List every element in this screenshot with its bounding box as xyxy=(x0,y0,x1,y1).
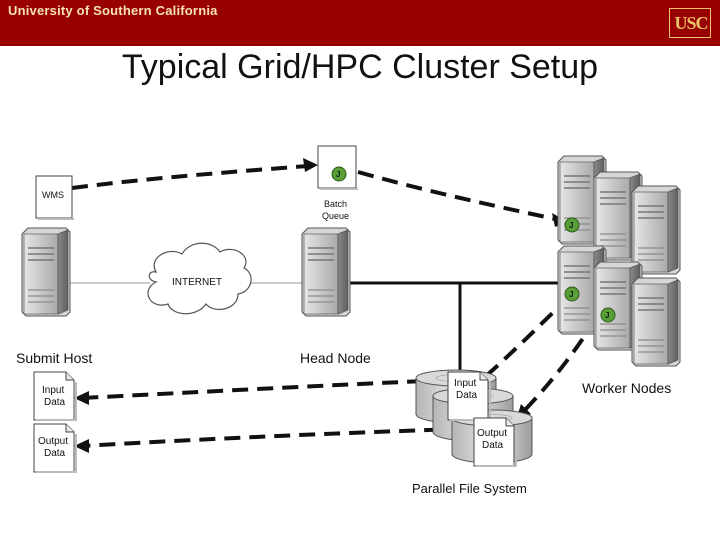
university-name: University of Southern California xyxy=(8,3,218,18)
batch-queue-box: J Batch Queue xyxy=(317,145,358,221)
storage-input-doc: Input Data xyxy=(447,371,491,421)
internet-label: INTERNET xyxy=(172,277,222,288)
job-badge-queue xyxy=(331,166,347,182)
arrow-input-to-submit xyxy=(81,378,449,400)
internet-cloud: INTERNET xyxy=(147,242,252,315)
worker-nodes-label: Worker Nodes xyxy=(582,380,671,396)
network-links xyxy=(68,281,562,372)
wms-label: WMS xyxy=(42,190,64,200)
arrowhead-input-submit xyxy=(74,391,89,405)
storage-input-line2: Data xyxy=(456,390,478,401)
slide-title: Typical Grid/HPC Cluster Setup xyxy=(121,48,599,86)
job-badge-worker-3 xyxy=(600,307,616,323)
storage-output-doc: Output Data xyxy=(473,417,517,467)
submit-input-line1: Input xyxy=(42,385,64,396)
parallel-fs-label: Parallel File System xyxy=(412,481,527,496)
storage-input-line1: Input xyxy=(454,378,476,389)
submit-output-doc: Output Data xyxy=(33,423,77,473)
header-bar: University of Southern California USC xyxy=(0,0,720,46)
job-badge-worker-3-label: J xyxy=(605,311,609,320)
submit-host-label: Submit Host xyxy=(16,350,92,366)
head-node-label: Head Node xyxy=(300,350,371,366)
storage-output-line1: Output xyxy=(477,428,507,439)
arrow-wms-to-queue xyxy=(71,164,309,190)
usc-logo: USC xyxy=(669,8,711,38)
submit-host-server xyxy=(21,227,71,317)
wms-box: WMS xyxy=(35,175,74,220)
job-badge-worker-1-label: J xyxy=(569,221,573,230)
batch-queue-label-1: Batch xyxy=(324,199,347,209)
arrow-storage-to-worker-1 xyxy=(484,298,568,378)
arrow-queue-to-worker xyxy=(357,170,561,222)
job-badge-queue-label: J xyxy=(336,170,340,179)
submit-input-doc: Input Data xyxy=(33,371,77,421)
arrow-output-to-submit xyxy=(81,426,491,448)
submit-output-line2: Data xyxy=(44,448,66,459)
job-badge-worker-2-label: J xyxy=(569,290,573,299)
job-badge-worker-2 xyxy=(564,286,580,302)
worker-nodes-cluster xyxy=(557,155,681,367)
usc-logo-text: USC xyxy=(674,13,708,33)
storage-output-line2: Data xyxy=(482,440,504,451)
job-flow-arrows xyxy=(71,164,598,448)
batch-queue-label-2: Queue xyxy=(322,211,349,221)
submit-input-line2: Data xyxy=(44,397,66,408)
head-node-server xyxy=(301,227,351,317)
submit-output-line1: Output xyxy=(38,436,68,447)
arrowhead-output-submit xyxy=(74,439,89,453)
arrowhead-queue xyxy=(303,158,318,172)
job-badge-worker-1 xyxy=(564,217,580,233)
